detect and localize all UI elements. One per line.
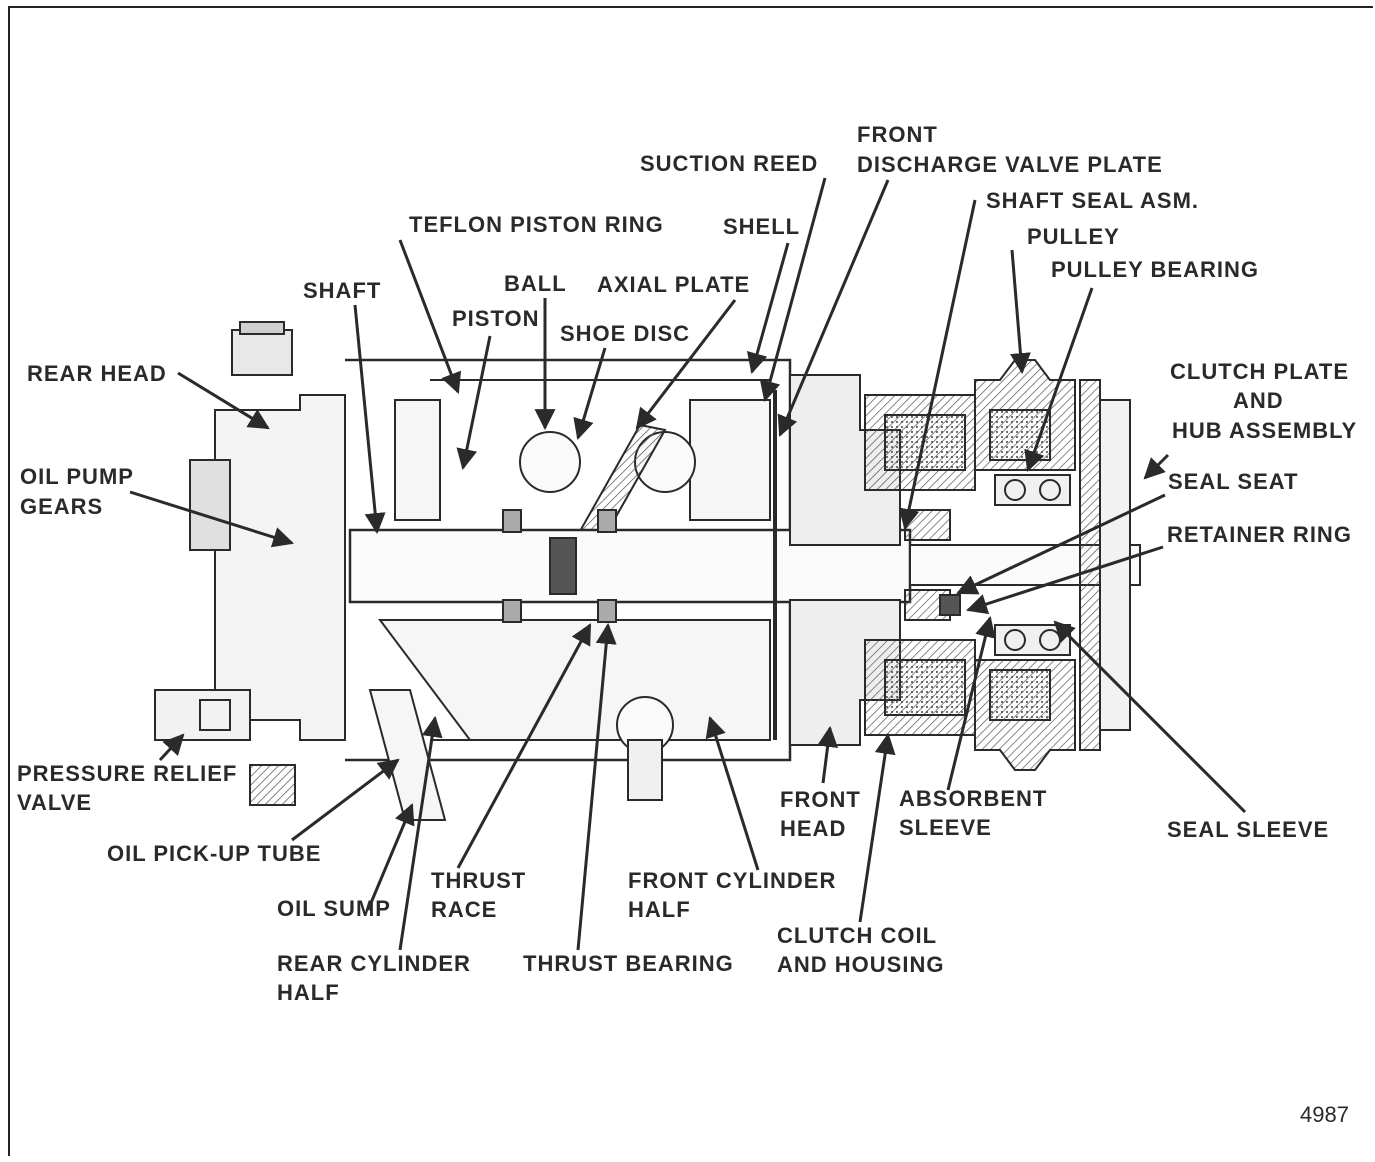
label-oil-pickup-tube: OIL PICK-UP TUBE [107, 841, 322, 866]
label-clutch-coil-1: CLUTCH COIL [777, 923, 938, 948]
label-rear-cylinder-1: REAR CYLINDER [277, 951, 471, 976]
label-oil-pump-2: GEARS [20, 494, 104, 519]
label-retainer-ring: RETAINER RING [1167, 522, 1352, 547]
label-piston: PISTON [452, 306, 540, 331]
leader-clutch-plate [1143, 453, 1170, 480]
leader-thrust-race [456, 623, 592, 869]
leader-seal-sleeve [1053, 620, 1247, 814]
label-rear-cylinder-2: HALF [277, 980, 340, 1005]
leader-retainer-ring [966, 545, 1164, 615]
leader-shaft-seal-asm [898, 199, 977, 531]
label-discharge-valve-plate: DISCHARGE VALVE PLATE [857, 152, 1163, 177]
compressor-body [154, 321, 1141, 821]
label-rear-head: REAR HEAD [27, 361, 167, 386]
label-clutch-plate-1: CLUTCH PLATE [1170, 359, 1350, 384]
leader-teflon-piston-ring [398, 239, 462, 394]
label-front-head-2: HEAD [780, 816, 847, 841]
leader-rear-cylinder-half [398, 715, 443, 951]
label-thrust-bearing: THRUST BEARING [523, 951, 734, 976]
frame-border-left [8, 6, 10, 1156]
leader-rear-head [177, 371, 270, 430]
label-pressure-relief-2: VALVE [17, 790, 93, 815]
leader-pulley-bearing [1024, 287, 1094, 472]
leader-shell [746, 242, 790, 375]
label-thrust-race-1: THRUST [431, 868, 527, 893]
label-clutch-coil-2: AND HOUSING [777, 952, 945, 977]
leader-pulley [1009, 249, 1031, 375]
figure-number: 4987 [1300, 1102, 1349, 1127]
leader-shaft [353, 304, 386, 535]
label-shaft-seal-asm: SHAFT SEAL ASM. [986, 188, 1200, 213]
label-front-cylinder-2: HALF [628, 897, 691, 922]
leader-seal-seat [956, 493, 1166, 595]
label-shell: SHELL [723, 214, 801, 239]
label-front-head-1: FRONT [780, 787, 861, 812]
label-axial-plate: AXIAL PLATE [597, 272, 751, 297]
leader-axial-plate [635, 299, 737, 430]
leader-front-cylinder-half [705, 715, 760, 871]
leader-piston [456, 335, 492, 471]
label-pulley: PULLEY [1027, 224, 1120, 249]
label-pulley-bearing: PULLEY BEARING [1051, 257, 1259, 282]
leader-clutch-coil [858, 732, 896, 923]
leader-pressure-relief-valve [158, 733, 185, 762]
label-oil-sump: OIL SUMP [277, 896, 391, 921]
leader-oil-pump-gears [129, 490, 295, 548]
label-clutch-plate-3: HUB ASSEMBLY [1172, 418, 1358, 443]
label-teflon-piston-ring: TEFLON PISTON RING [409, 212, 664, 237]
label-clutch-plate-2: AND [1233, 388, 1284, 413]
leader-oil-sump [366, 803, 415, 911]
leader-oil-pickup-tube [291, 758, 400, 842]
label-absorbent-1: ABSORBENT [899, 786, 1048, 811]
label-thrust-race-2: RACE [431, 897, 498, 922]
leader-absorbent-sleeve [946, 615, 996, 791]
label-seal-sleeve: SEAL SLEEVE [1167, 817, 1330, 842]
frame-border-top [8, 6, 1373, 8]
leader-lines [129, 177, 1247, 951]
label-shoe-disc: SHOE DISC [560, 321, 691, 346]
label-pressure-relief-1: PRESSURE RELIEF [17, 761, 238, 786]
label-seal-seat: SEAL SEAT [1168, 469, 1299, 494]
label-absorbent-2: SLEEVE [899, 815, 992, 840]
leader-suction-reed [759, 177, 827, 403]
leader-front-head [817, 725, 839, 784]
label-oil-pump-1: OIL PUMP [20, 464, 134, 489]
label-shaft: SHAFT [303, 278, 382, 303]
leader-shoe-disc [573, 347, 607, 441]
label-front-cylinder-1: FRONT CYLINDER [628, 868, 837, 893]
label-ball: BALL [504, 271, 567, 296]
label-front-discharge-1: FRONT [857, 122, 938, 147]
leader-discharge-valve-plate [777, 179, 890, 437]
leader-thrust-bearing [576, 622, 617, 951]
label-suction-reed: SUCTION REED [640, 151, 819, 176]
